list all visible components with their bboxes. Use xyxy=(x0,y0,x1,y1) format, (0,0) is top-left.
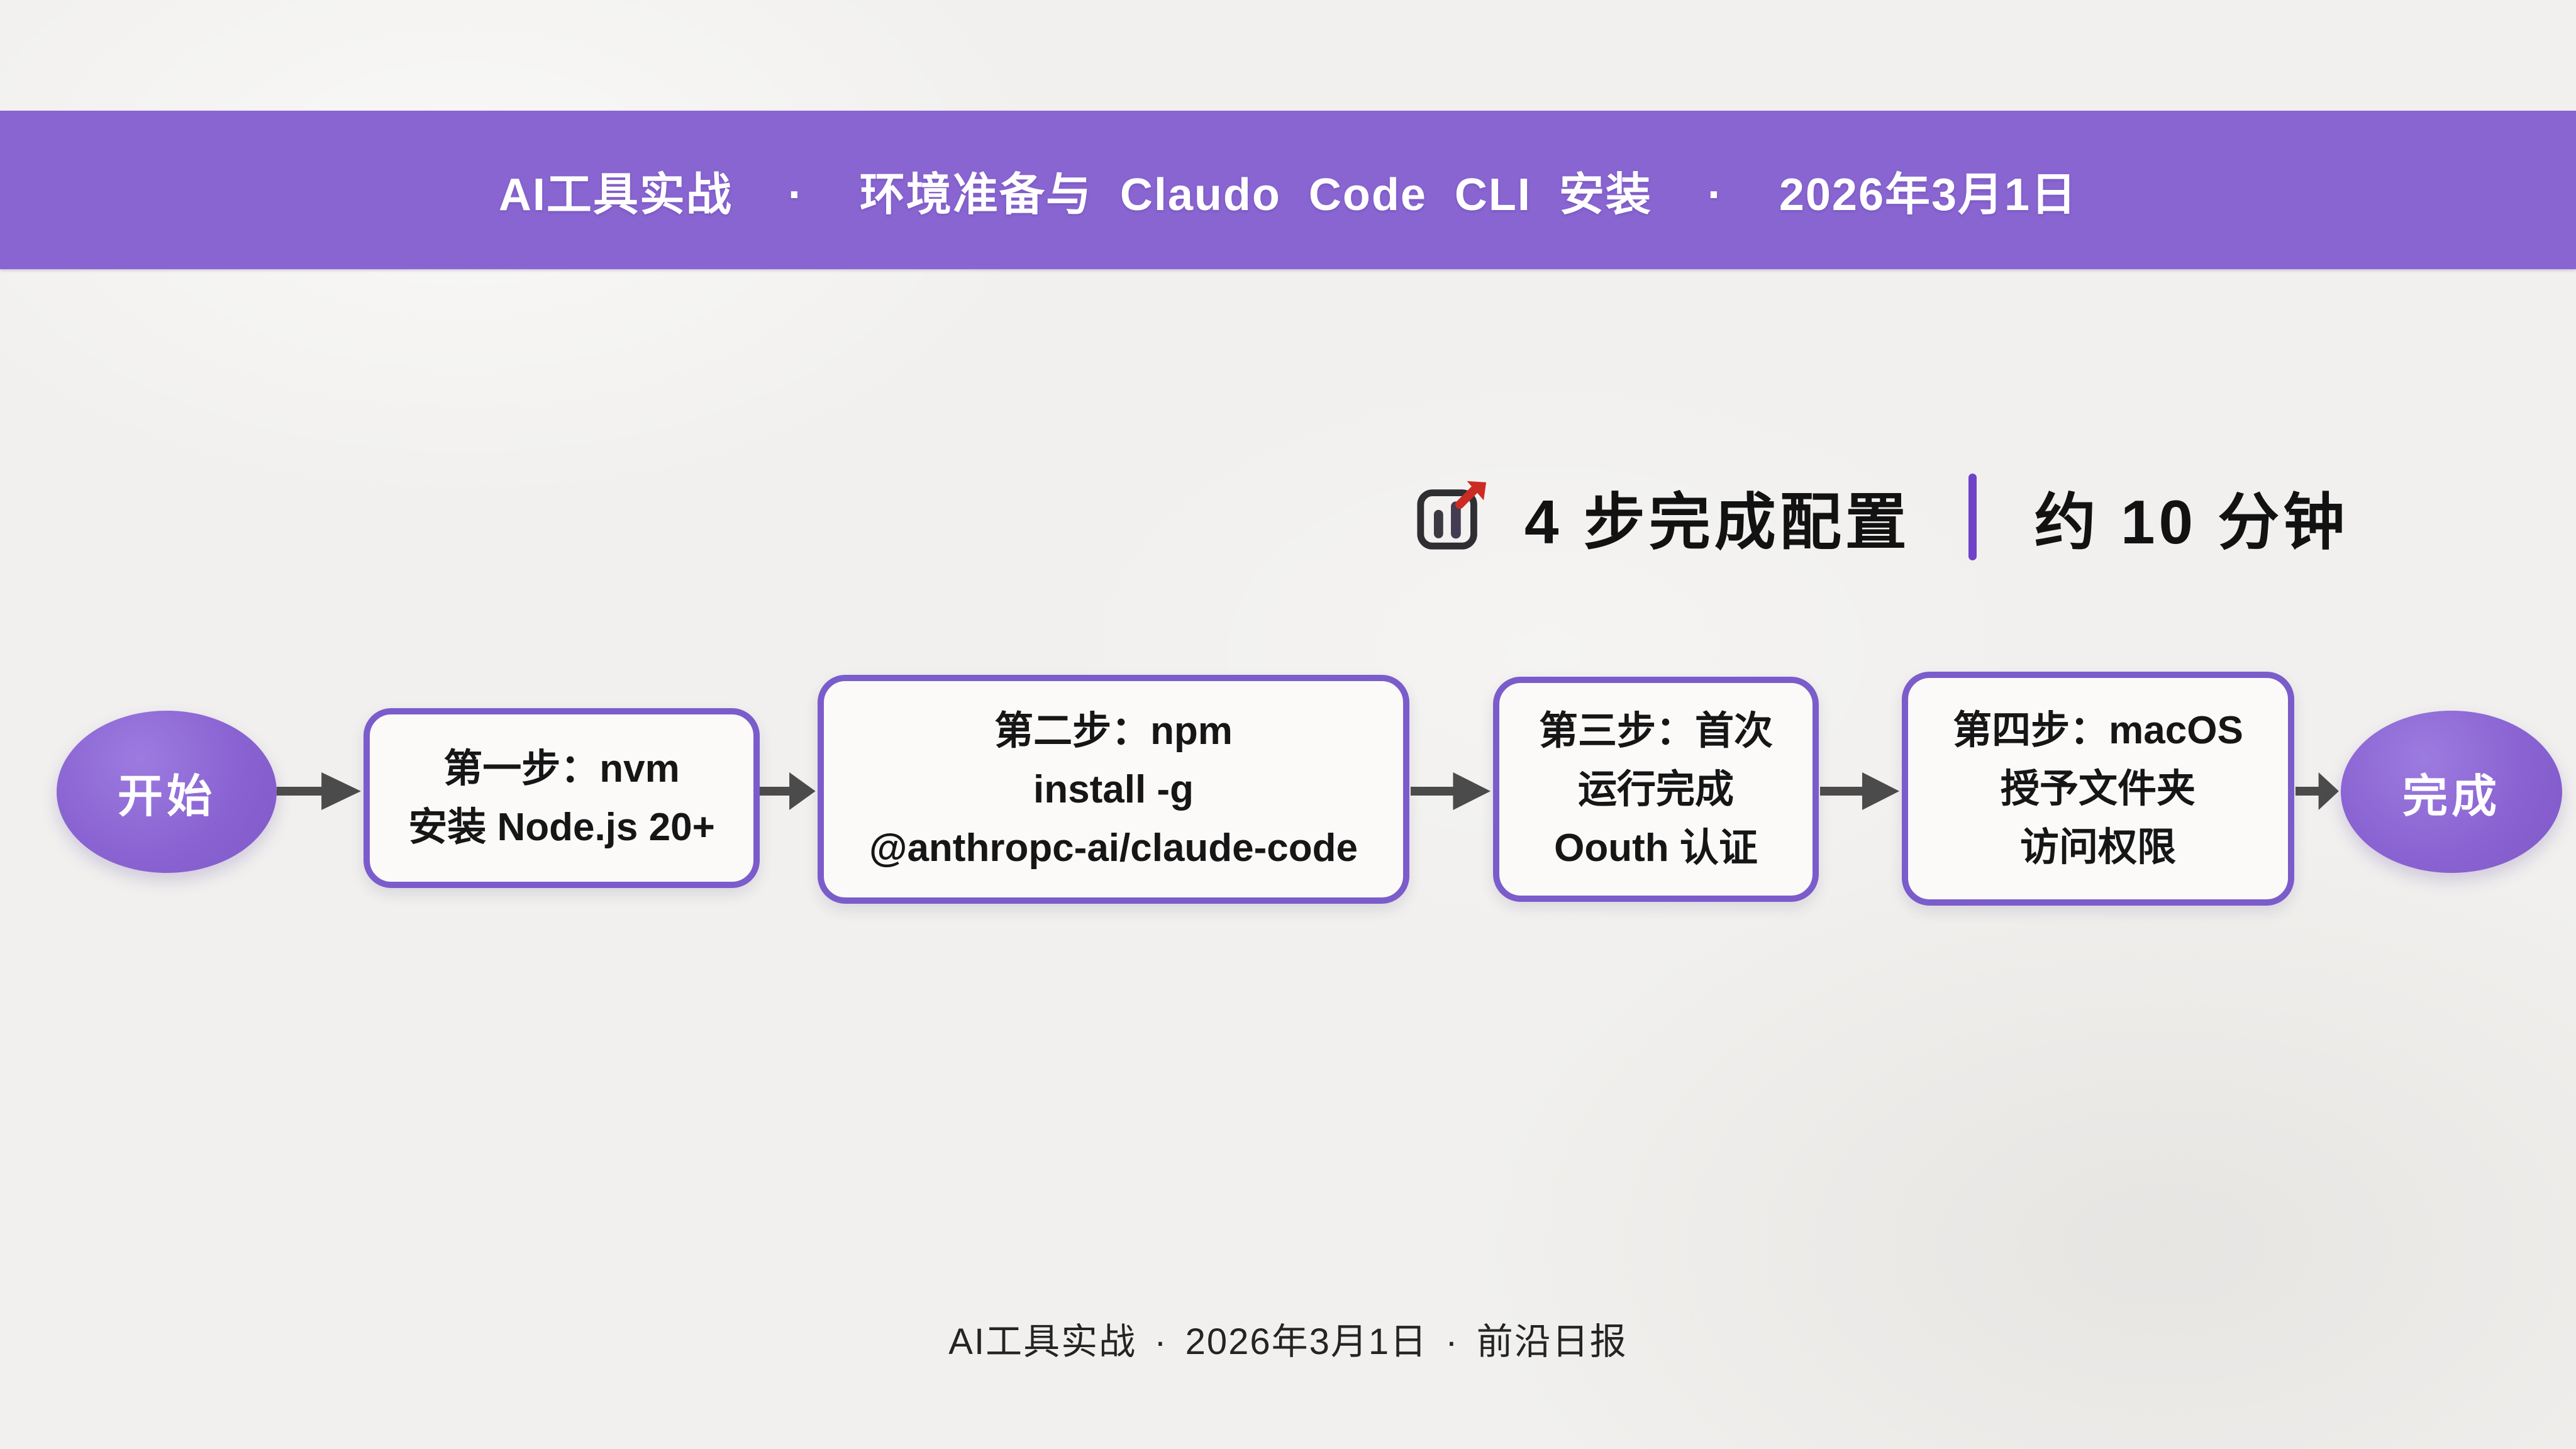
flow-arrow-icon xyxy=(1411,770,1492,813)
step-node-3: 第三步：首次 运行完成 Oouth 认证 xyxy=(1493,677,1819,902)
summary-bar: 4 步完成配置 约 10 分钟 xyxy=(1415,473,2348,561)
end-node: 完成 xyxy=(2341,711,2562,873)
flow-arrow-icon xyxy=(760,770,816,813)
end-node-label: 完成 xyxy=(2402,771,2501,822)
start-node: 开始 xyxy=(57,711,277,873)
flow-arrow-icon xyxy=(2296,770,2340,813)
step-node-4: 第四步：macOS 授予文件夹 访问权限 xyxy=(1902,672,2294,906)
footer-caption: AI工具实战 · 2026年3月1日 · 前沿日报 xyxy=(948,1321,1628,1362)
step-line: 第一步：nvm xyxy=(443,747,680,791)
step-line: install -g xyxy=(1033,767,1194,811)
step-line: 安装 Node.js 20+ xyxy=(408,806,715,849)
step-line: 运行完成 xyxy=(1577,767,1734,811)
bar-chart-rising-icon xyxy=(1415,480,1489,554)
step-line: 授予文件夹 xyxy=(2000,767,2196,811)
step-line: Oouth 认证 xyxy=(1554,826,1758,870)
duration-label: 约 10 分钟 xyxy=(2034,487,2349,557)
step-line: 第四步：macOS xyxy=(1953,708,2243,752)
start-node-label: 开始 xyxy=(117,771,216,822)
top-banner: AI工具实战 · 环境准备与 Claudo Code CLI 安装 · 2026… xyxy=(0,111,2576,269)
steps-count-label: 4 步完成配置 xyxy=(1524,487,1911,557)
page-title: AI工具实战 · 环境准备与 Claudo Code CLI 安装 · 2026… xyxy=(498,169,2078,220)
flow-arrow-icon xyxy=(1820,770,1901,813)
step-line: 第三步：首次 xyxy=(1538,709,1773,753)
step-node-2: 第二步：npm install -g @anthropc-ai/claude-c… xyxy=(818,675,1409,904)
summary-divider xyxy=(1968,474,1977,560)
step-node-1: 第一步：nvm 安装 Node.js 20+ xyxy=(364,708,760,888)
step-line: 第二步：npm xyxy=(994,709,1233,753)
step-line: @anthropc-ai/claude-code xyxy=(869,826,1358,870)
step-line: 访问权限 xyxy=(2019,825,2176,869)
flow-arrow-icon xyxy=(277,770,362,813)
